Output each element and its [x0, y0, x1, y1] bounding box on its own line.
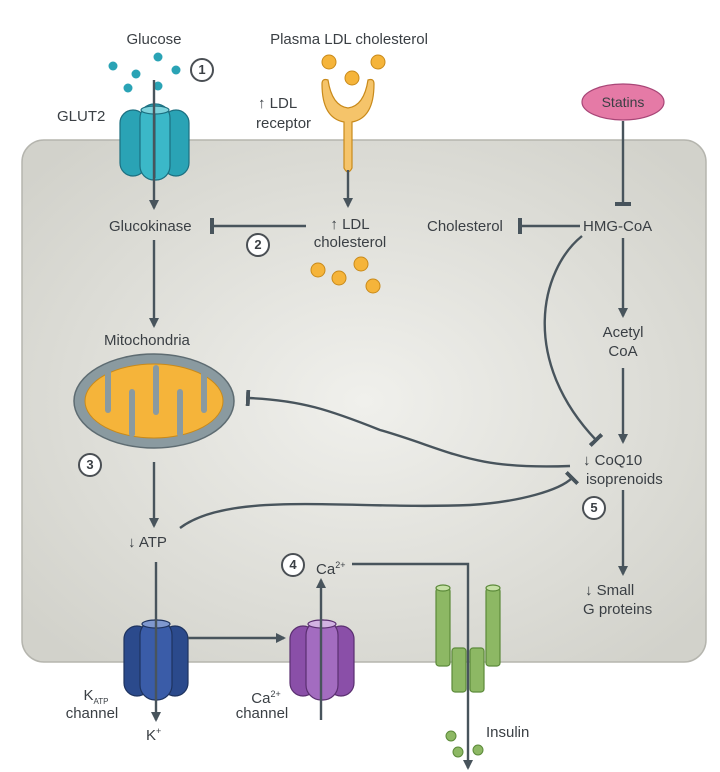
ldl-receptor-arrow-label: ↑ LDL	[258, 95, 298, 112]
ldl-receptor	[321, 78, 375, 173]
atp-label: ↓ ATP	[128, 534, 167, 551]
glut2-label: GLUT2	[57, 108, 106, 125]
k-plus-charge: +	[156, 726, 162, 736]
glucose-label: Glucose	[126, 31, 182, 48]
step-5-badge: 5	[582, 496, 606, 520]
insulin-secretion-structure	[435, 584, 501, 693]
statins-label: Statins	[601, 94, 645, 110]
ldl-cholesterol-particles	[310, 256, 381, 294]
ldl-cholesterol-arrow-label: ↑ LDL	[330, 216, 370, 233]
ca-channel-label: channel	[235, 705, 289, 722]
ca-ion-symbol: Ca	[316, 561, 336, 578]
glucokinase-label: Glucokinase	[109, 218, 192, 235]
cholesterol-label: Cholesterol	[427, 218, 503, 235]
k-plus-label: K+	[146, 722, 161, 745]
cell-body	[21, 139, 707, 663]
coq10-label: ↓ CoQ10	[583, 452, 643, 469]
k-plus-symbol: K	[146, 727, 157, 744]
glucose-particles	[108, 52, 181, 93]
insulin-particles	[445, 730, 484, 758]
hmg-coa-label: HMG-CoA	[583, 218, 653, 235]
step-3-badge: 3	[78, 453, 102, 477]
step-1-badge: 1	[190, 58, 214, 82]
ldl-receptor-label: receptor	[256, 115, 312, 132]
coa-label: CoA	[608, 343, 638, 360]
ca-channel-ca: Ca	[251, 690, 271, 707]
acetyl-label: Acetyl	[602, 324, 644, 341]
katp-k: K	[83, 687, 94, 704]
step-2-badge: 2	[246, 233, 270, 257]
step-4-badge: 4	[281, 553, 305, 577]
ldl-cholesterol-label: cholesterol	[313, 234, 387, 251]
g-proteins-label: G proteins	[583, 601, 653, 618]
ca-channel-charge: 2+	[270, 689, 281, 699]
insulin-label: Insulin	[486, 724, 530, 741]
plasma-ldl-label: Plasma LDL cholesterol	[270, 31, 428, 48]
statins-oval	[581, 83, 665, 121]
pathway-arrows	[149, 80, 631, 770]
isoprenoids-label: isoprenoids	[586, 471, 663, 488]
small-label: ↓ Small	[585, 582, 635, 599]
katp-label: KATP	[66, 687, 126, 711]
mitochondrion	[73, 353, 235, 449]
ca-ion-charge: 2+	[335, 560, 346, 570]
mitochondria-label: Mitochondria	[104, 332, 190, 349]
plasma-ldl-particles	[321, 54, 386, 86]
ca-ion-label: Ca2+	[316, 556, 345, 579]
ca-channel-ion-label: Ca2+	[238, 685, 294, 708]
katp-channel-label: channel	[65, 705, 119, 722]
katp-sub: ATP	[93, 697, 109, 706]
